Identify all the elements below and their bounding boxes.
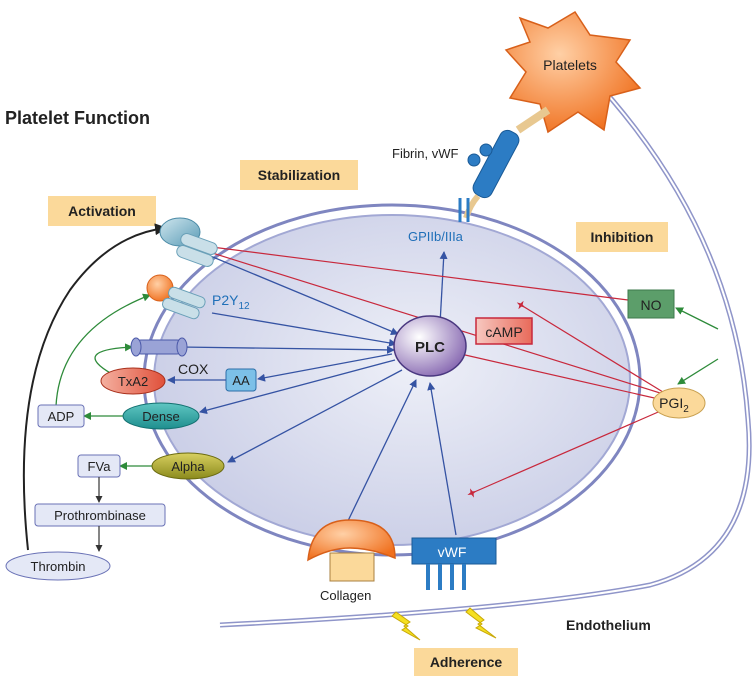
thrombin-receptor [159,217,218,267]
adp-node: ADP [37,404,85,428]
fva-label: FVa [88,459,112,474]
thrombin-label: Thrombin [31,559,86,574]
pgi-subscript: 2 [683,404,689,415]
dense-label: Dense [142,409,180,424]
camp-node: cAMP [475,317,533,345]
collagen-label: Collagen [320,588,371,603]
prothrombinase-label: Prothrombinase [54,508,146,523]
p2y-text: P2Y [212,292,239,308]
platelets-shape: Platelets [504,10,642,134]
gp2b3a-label: GPIIb/IIIa [408,229,464,244]
aa-node: AA [225,368,257,392]
thrombin-activation-arrow [22,223,167,551]
alpha-label: Alpha [171,459,205,474]
cox-label: COX [178,361,209,377]
platelets-label: Platelets [543,57,597,73]
dense-granule: Dense [122,402,200,430]
page-title: Platelet Function [5,108,150,128]
txa2-receptor [130,337,188,357]
adp-label: ADP [48,409,75,424]
platelet-cell [142,203,642,557]
no-node: NO [627,289,675,319]
section-adherence-label: Adherence [430,654,503,670]
section-stabilization: Stabilization [240,160,358,190]
adherence-bolts [391,607,497,641]
pgi2-node: PGI2 [652,387,706,419]
section-activation-label: Activation [68,203,136,219]
pgi-text: PGI [659,395,683,411]
pgi2-label: PGI2 [659,395,689,415]
fibrin-vwf-label: Fibrin, vWF [392,146,459,161]
plc-node: PLC [393,315,467,377]
camp-label: cAMP [485,324,522,340]
endothelium-wall [219,73,752,628]
endothelium-label: Endothelium [566,617,651,633]
vwf-receptor: vWF [411,537,497,590]
no-label: NO [641,297,662,313]
section-inhibition: Inhibition [576,222,668,252]
thrombin-node: Thrombin [5,551,111,581]
txa2-node: TxA2 [100,367,166,395]
p2y-subscript: 12 [238,301,250,312]
aa-label: AA [232,373,250,388]
fva-node: FVa [77,454,121,478]
green-arrows [55,293,719,470]
section-adherence: Adherence [414,648,518,676]
plc-label: PLC [415,339,445,356]
prothrombinase-node: Prothrombinase [34,503,166,527]
alpha-granule: Alpha [151,452,225,480]
collagen-receptor [307,519,396,582]
txa2-label: TxA2 [118,374,148,389]
fibrinogen-bridge [458,106,551,222]
section-activation: Activation [48,196,156,226]
vwf-label: vWF [438,544,467,560]
section-stabilization-label: Stabilization [258,167,340,183]
section-inhibition-label: Inhibition [591,229,654,245]
p2y12-label: P2Y12 [212,292,250,312]
blue-arrows [179,249,457,536]
p2y12-receptor [146,274,206,320]
